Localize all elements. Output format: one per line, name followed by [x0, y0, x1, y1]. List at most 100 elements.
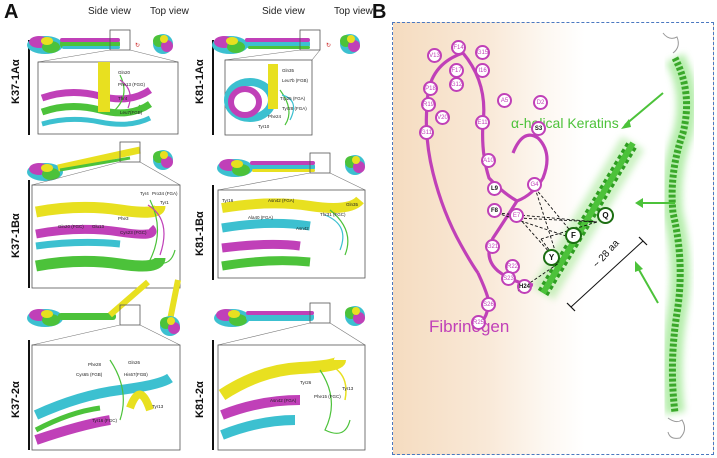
- side-view-label-left: Side view: [88, 6, 131, 17]
- residue-label: Phe24: [268, 114, 282, 119]
- k37-1a-side-view: [27, 29, 131, 54]
- residue-label: Phe3: [118, 216, 129, 221]
- residue-label: Tyr1: [160, 200, 169, 205]
- panel-b-frame: α-helical Keratins Fibrinogen ~ 28 aa F1…: [392, 22, 714, 455]
- top-view-label-right: Top view: [334, 6, 373, 17]
- k37-1a-top-view: [153, 34, 173, 54]
- residue-label: Tyr4: [140, 191, 149, 196]
- residue-label: Ala40 (FGA): [248, 215, 274, 220]
- residue-label: Phe15 (FGC): [314, 394, 341, 399]
- k37-2-top-view: [160, 279, 181, 336]
- full-keratin-structure: [662, 32, 697, 439]
- keratin-residue-f: F: [565, 227, 582, 244]
- k37-1b-top-view: [153, 150, 173, 170]
- k81-1a-top-view: [340, 34, 360, 54]
- residue-label: Leu7(FGB): [120, 110, 143, 115]
- residue-label: Tyr16 (FGC): [92, 418, 118, 423]
- fibrinogen-residue-f14: F14: [451, 40, 466, 55]
- row-bar: [212, 40, 214, 135]
- fibrinogen-residue-v20: V20: [435, 110, 450, 125]
- svg-text:↻: ↻: [326, 42, 331, 49]
- fibrinogen-residue-g11: G11: [419, 125, 434, 140]
- residue-label: Gln20: [118, 70, 131, 75]
- row-bar: [212, 340, 214, 450]
- k81-2-top-view: [345, 306, 365, 326]
- row-bar: [212, 185, 214, 280]
- fibrinogen-residue-r19: R19: [421, 97, 436, 112]
- distance-indicator: [566, 236, 648, 312]
- fibrinogen-residue-f8: F8: [487, 203, 502, 218]
- top-view-label-left: Top view: [150, 6, 189, 17]
- fibrinogen-residue-s3: S3: [531, 121, 546, 136]
- fibrinogen-residue-g4: G4: [527, 177, 542, 192]
- residue-label: Tyr10: [258, 124, 270, 129]
- residue-label: Asn42 (FGA): [270, 398, 297, 403]
- residue-label: Phe28: [88, 362, 102, 367]
- residue-label: Gln20 (FGC): [58, 224, 84, 229]
- row-bar: [28, 40, 30, 135]
- fibrinogen-residue-e11: E11: [475, 115, 490, 130]
- k81-2-side-view: [214, 302, 331, 327]
- residue-label: Thr4: [118, 96, 128, 101]
- residue-label: Phe13 (FGG): [118, 82, 146, 87]
- fibrinogen-residue-d2: D2: [533, 95, 548, 110]
- fibrinogen-residue-f17: F17: [449, 63, 464, 78]
- keratin-helix-closeup: [531, 136, 645, 300]
- residue-label: Cys23 (FGC): [120, 230, 147, 235]
- side-view-label-right: Side view: [262, 6, 305, 17]
- panel-b-illustration: [424, 32, 697, 439]
- fibrinogen-residue-h24: H24: [517, 279, 532, 294]
- fibrinogen-residue-a5: A5: [497, 93, 512, 108]
- keratin-residue-y: Y: [543, 249, 560, 266]
- fibrinogen-residue-e7: E7: [509, 208, 524, 223]
- residue-label: Gln35: [346, 202, 359, 207]
- keratin-residue-q: Q: [597, 207, 614, 224]
- fibrinogen-residue-s23: S23: [501, 271, 516, 286]
- residue-label: Tyr16: [222, 198, 234, 203]
- k37-2-inset-helices: [33, 359, 173, 445]
- panel-a-structures: ↻ ↻: [27, 29, 366, 451]
- fibrinogen-residue-a10: A10: [481, 153, 496, 168]
- residue-label: Cys65 (FGB): [76, 372, 103, 377]
- panel-a-letter: A: [4, 1, 19, 23]
- fibrinogen-residue-g21: G21: [485, 239, 500, 254]
- row-bar: [28, 180, 30, 288]
- residue-label: Asn42 (FGA): [268, 198, 295, 203]
- fibrinogen-residue-p18: P18: [423, 81, 438, 96]
- row-bar: [28, 340, 30, 450]
- fibrinogen-residue-i16: I16: [475, 63, 490, 78]
- k37-1a-inset-helices: [40, 62, 153, 127]
- k81-1a-inset-helices: [224, 64, 295, 126]
- fibrinogen-residue-r22: R22: [505, 259, 520, 274]
- k81-1b-top-view: [345, 155, 365, 175]
- residue-label: Tyr28 (FGA): [282, 106, 307, 111]
- panel-b-letter: B: [372, 1, 387, 23]
- keratin-label: α-helical Keratins: [511, 115, 619, 131]
- residue-label: Glu13: [92, 224, 105, 229]
- k37-1b-side-view: [27, 141, 141, 181]
- residue-label: Asn42: [296, 226, 309, 231]
- residue-label: Gln35: [282, 68, 295, 73]
- residue-label: Thr31 (FGC): [320, 212, 346, 217]
- k81-1a-side-view: [212, 29, 321, 54]
- fibrinogen-residue-s26: S26: [481, 297, 496, 312]
- fibrinogen-residue-l9: L9: [487, 181, 502, 196]
- residue-label: Gln26: [128, 360, 141, 365]
- residue-label: Tyr26: [300, 380, 312, 385]
- k81-1b-inset-helices: [221, 196, 364, 271]
- residue-label: Pro34 (FGA): [152, 191, 178, 196]
- residue-label: His67(FGB): [124, 372, 148, 377]
- fibrinogen-residue-r25: R25: [471, 315, 486, 330]
- fibrinogen-residue-g15: G15: [475, 45, 490, 60]
- residue-label: Tyr13: [152, 404, 164, 409]
- k37-2-side-view: [27, 279, 150, 327]
- fibrinogen-residue-g12: G12: [449, 77, 464, 92]
- svg-text:↻: ↻: [135, 42, 140, 49]
- fibrinogen-label: Fibrinogen: [429, 317, 510, 336]
- k81-1b-side-view: [217, 152, 331, 177]
- k37-1b-inset-helices: [35, 199, 176, 272]
- k81-2-inset-helices: [218, 356, 351, 440]
- residue-label: Trp25 (FGA): [280, 96, 306, 101]
- residue-label: Tyr13: [342, 386, 354, 391]
- fibrinogen-residue-v13: V13: [427, 48, 442, 63]
